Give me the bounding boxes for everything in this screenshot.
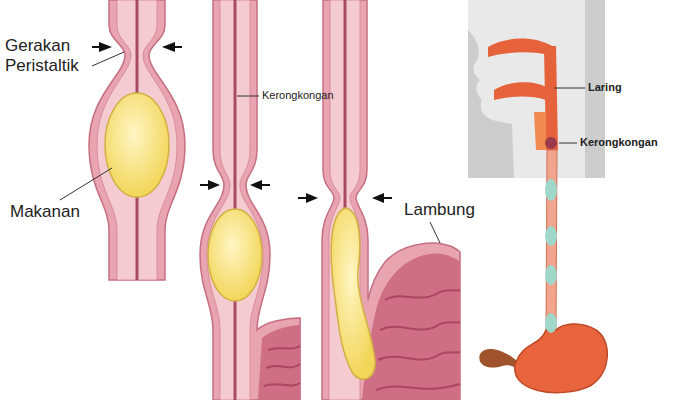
squeeze-arrow bbox=[382, 197, 392, 199]
stomach-lining bbox=[258, 325, 300, 400]
part-label: Kerongkongan bbox=[262, 89, 334, 102]
food-bolus bbox=[545, 265, 557, 285]
squeeze-arrow bbox=[298, 197, 308, 199]
food-bolus bbox=[545, 179, 557, 201]
leader-line bbox=[554, 88, 585, 89]
squeeze-arrow bbox=[172, 46, 182, 48]
esophagus-lumen bbox=[344, 0, 347, 208]
food-bolus bbox=[208, 209, 262, 301]
part-label: Kerongkongan bbox=[580, 136, 658, 149]
pharynx bbox=[544, 46, 558, 150]
esophagus-wall bbox=[89, 0, 185, 280]
esophagus-lumen bbox=[136, 196, 139, 280]
duodenum bbox=[479, 349, 518, 370]
leader-line bbox=[430, 222, 440, 243]
leader-line bbox=[237, 96, 259, 97]
esophagus-lining bbox=[207, 0, 263, 400]
nasal-cavity bbox=[488, 39, 552, 57]
leader-line bbox=[92, 52, 124, 66]
head-background bbox=[468, 0, 605, 178]
squeeze-arrow bbox=[260, 184, 270, 186]
mouth-cavity bbox=[494, 82, 548, 100]
squeeze-arrow bbox=[200, 184, 210, 186]
leader-line bbox=[559, 143, 577, 144]
stomach-fold bbox=[376, 290, 460, 390]
food-bolus bbox=[545, 313, 557, 333]
esophagus-wall bbox=[200, 0, 300, 400]
larynx-ring bbox=[545, 137, 557, 149]
food-bolus bbox=[331, 208, 375, 379]
stomach-fold bbox=[264, 346, 300, 386]
head-silhouette bbox=[468, 0, 585, 178]
stomach-lining bbox=[362, 254, 460, 400]
leader-line bbox=[60, 168, 112, 200]
part-label: Laring bbox=[588, 81, 622, 94]
squeeze-arrow bbox=[92, 46, 102, 48]
esophagus-lumen bbox=[136, 0, 139, 96]
esophagus-lumen bbox=[234, 0, 237, 210]
part-label: Gerakan Peristaltik bbox=[5, 36, 105, 75]
part-label: Lambung bbox=[404, 200, 475, 220]
food-bolus bbox=[105, 93, 169, 197]
larynx bbox=[534, 112, 546, 150]
esophagus-lumen bbox=[234, 300, 237, 400]
stomach bbox=[515, 324, 608, 393]
esophagus-lining bbox=[97, 0, 177, 280]
part-label: Makanan bbox=[10, 202, 80, 222]
esophagus-tube bbox=[546, 150, 557, 332]
food-bolus bbox=[545, 226, 557, 246]
